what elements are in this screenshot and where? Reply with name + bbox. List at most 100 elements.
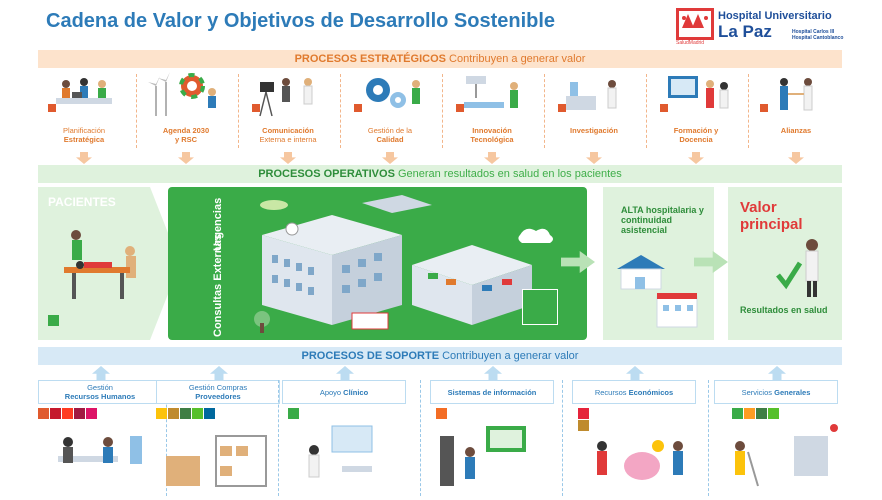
up-arrow-icon [92,366,110,380]
value-box: Valor principal Resultados en salud [728,187,842,340]
care-buildings-illustration [617,255,698,328]
up-arrow-icon [768,366,786,380]
support-band: PROCESOS DE SOPORTE Contribuyen a genera… [38,347,842,365]
strategic-band-subtitle: Contribuyen a generar valor [445,53,586,65]
strategic-item-label: Alianzas [780,126,812,135]
purchasing-warehouse-illustration [166,435,267,487]
sdg-badge-icon [252,104,260,112]
sdg-icon [74,408,85,419]
support-item-economicos: Recursos Económicos [572,366,700,500]
sdg-icon [62,408,73,419]
divider [442,74,443,148]
divider [562,380,563,496]
logo-salud: SaludMadrid [676,40,705,46]
sdg-icon [38,408,49,419]
divider [136,74,137,148]
sdg-badge-icon [660,104,668,112]
general-services-illustration [735,424,838,487]
sdg-icon [744,408,755,419]
down-arrow-icon [688,152,704,164]
patients-title: PACIENTES [48,195,116,209]
strategic-band: PROCESOS ESTRATÉGICOS Contribuyen a gene… [38,50,842,68]
robot-surgery-illustration [464,76,518,108]
logo-line2: La Paz [718,22,772,41]
sdg-badge-icon [48,104,56,112]
clinical-support-illustration [308,425,373,478]
sdg-icon [50,408,61,419]
sdg-icon [204,408,215,419]
divider [420,380,421,496]
team-meeting-illustration [56,78,112,104]
sdg-icon [732,408,743,419]
doctor-check-illustration [776,239,819,297]
down-arrow-icon [280,152,296,164]
strategic-item-label: Agenda 2030 y RSC [162,126,210,144]
strategic-item-comunicacion: Comunicación Externa e interna [242,70,334,164]
support-item-label: Servicios Generales [714,380,838,404]
sdg-3-icon [48,315,59,326]
up-arrow-icon [336,366,354,380]
operative-band-subtitle: Generan resultados en salud en los pacie… [394,168,622,180]
windmills-sdg-wheel-illustration [148,72,216,116]
consultas-label: Consultas Externas [212,234,224,337]
strategic-item-label: Formación y Docencia [673,126,719,144]
operative-band: PROCESOS OPERATIVOS Generan resultados e… [38,165,842,183]
strategic-item-alianzas: Alianzas [750,70,842,164]
economic-resources-illustration [597,440,683,480]
strategic-item-planificacion: Planificación Estratégica [38,70,130,164]
madrid-seal-icon [676,8,714,40]
logo-sub1: Hospital Carlos III [792,29,835,35]
divider [748,74,749,148]
support-item-sistemas: Sistemas de información [430,366,558,500]
sdg-icon [168,408,179,419]
sdg-badge-icon [558,104,566,112]
divider [646,74,647,148]
hospital-building-illustration [254,195,553,333]
down-arrow-icon [484,152,500,164]
discharge-title: ALTA hospitalaria y continuidad asistenc… [621,205,704,235]
hr-office-illustration [58,436,142,464]
sdg-icon [578,408,589,419]
page-title: Cadena de Valor y Objetivos de Desarroll… [46,10,556,32]
strategic-item-innovacion: Innovación Tecnológica [446,70,538,164]
handshake-illustration [780,78,813,111]
sdg-icon [288,408,299,419]
strategic-item-label: Investigación [570,126,618,135]
down-arrow-icon [586,152,602,164]
strategic-processes: Planificación Estratégica Agenda 2030 y … [38,70,842,164]
strategic-item-investigacion: Investigación [548,70,640,164]
support-band-subtitle: Contribuyen a generar valor [439,350,579,362]
sdg-icon [180,408,191,419]
divider [544,74,545,148]
sdg-icon [578,420,589,431]
divider [238,74,239,148]
divider [166,380,167,496]
sdg-icon [436,408,447,419]
support-band-title: PROCESOS DE SOPORTE [301,350,440,362]
down-arrow-icon [788,152,804,164]
health-results-label: Resultados en salud [740,305,828,315]
up-arrow-icon [626,366,644,380]
strategic-item-label: Comunicación Externa e interna [259,126,317,144]
patients-box: PACIENTES [38,187,150,340]
strategic-item-calidad: Gestión de la Calidad [344,70,436,164]
strategic-item-formacion: Formación y Docencia [650,70,742,164]
sdg-icon [86,408,97,419]
sdg-badge-icon [354,104,362,112]
up-arrow-icon [210,366,228,380]
hospital-logo: Hospital Universitario La Paz Hospital C… [676,8,876,46]
gears-quality-illustration [366,78,420,108]
stretcher-patient-illustration [64,230,136,299]
support-item-label: Recursos Económicos [572,380,696,404]
sdg-badge-icon [456,104,464,112]
training-presentation-illustration [668,76,729,109]
down-arrow-icon [178,152,194,164]
strategic-item-label: Planificación Estratégica [62,126,106,144]
support-item-generales: Servicios Generales [714,366,842,500]
camera-interview-illustration [259,78,313,117]
research-lab-illustration [566,80,617,110]
